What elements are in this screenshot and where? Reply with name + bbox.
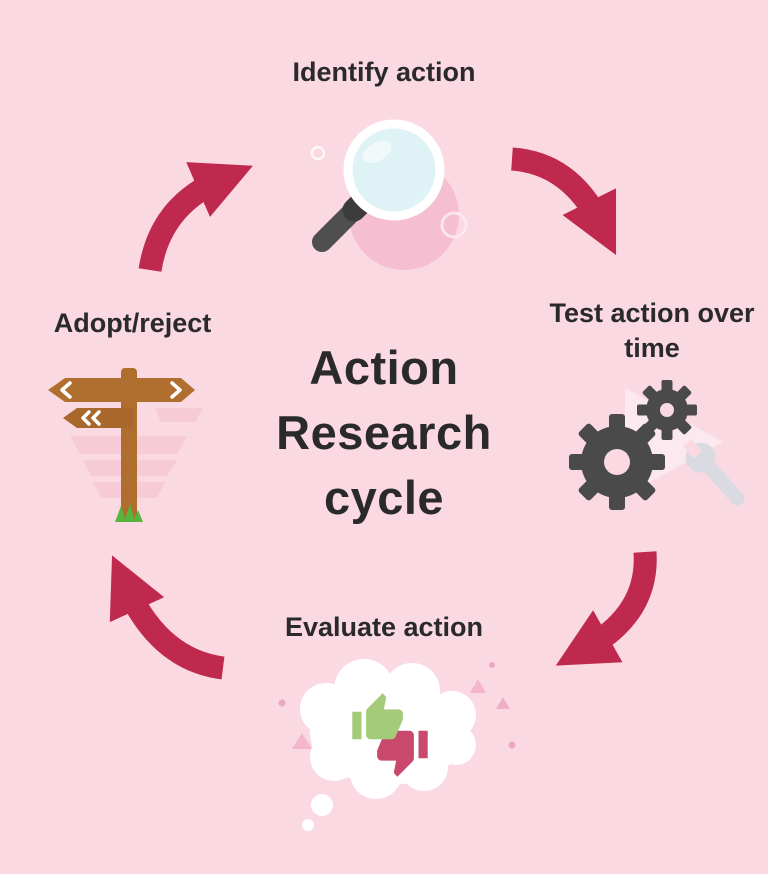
- thumbs-up-down-icon: [278, 659, 516, 831]
- arrow-identify-to-test: [510, 147, 617, 256]
- label-evaluate-action: Evaluate action: [284, 612, 484, 642]
- thumb-down: [377, 730, 428, 777]
- thumb-up: [352, 693, 403, 740]
- magnifier-icon: [310, 119, 468, 270]
- arrow-evaluate-to-adopt: [109, 555, 225, 680]
- lens-highlight: [362, 140, 392, 164]
- decor-ring-small: [310, 145, 326, 161]
- wrench: [683, 439, 745, 506]
- arrow-adopt-to-identify: [138, 162, 253, 273]
- small-gear: [637, 380, 697, 440]
- gears-wrench-icon: [569, 380, 745, 510]
- magnifier-lens: [343, 119, 445, 221]
- label-test-action: Test action over time: [549, 298, 755, 363]
- board-top-chevrons: [60, 381, 182, 399]
- title-line: Research: [276, 405, 492, 459]
- label-identify-action: Identify action: [292, 57, 476, 87]
- diagram-title: Action Research cycle: [214, 336, 554, 531]
- decor-ring-large: [440, 211, 468, 239]
- title-line: cycle: [323, 470, 445, 524]
- signpost-icon: [48, 368, 203, 522]
- label-adopt-reject: Adopt/reject: [53, 308, 212, 338]
- signpost-board-top: [48, 378, 195, 402]
- bubble-decor: [278, 662, 516, 749]
- signpost-post: [121, 368, 137, 522]
- board-lower-chevrons: [81, 410, 101, 426]
- grass: [115, 504, 143, 522]
- arrow-test-to-evaluate: [555, 551, 657, 666]
- large-gear: [569, 414, 665, 510]
- signpost-board-lower: [63, 408, 133, 428]
- title-line: Action: [309, 341, 459, 394]
